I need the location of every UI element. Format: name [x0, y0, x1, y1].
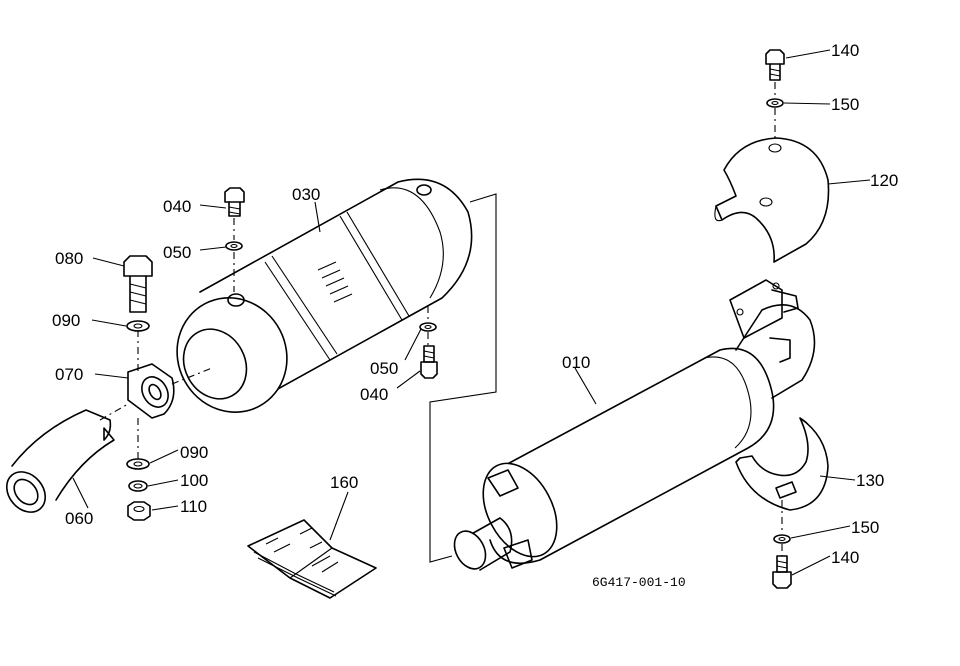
- part-150-washer-upper: [766, 98, 784, 108]
- label-050-upper: 050: [163, 243, 191, 262]
- label-030: 030: [292, 185, 320, 204]
- leader-lines: [72, 49, 871, 576]
- part-050-washer-upper: [225, 241, 243, 251]
- label-110: 110: [180, 497, 207, 516]
- label-140-upper: 140: [831, 41, 859, 60]
- label-150-upper: 150: [831, 95, 859, 114]
- label-150-lower: 150: [851, 518, 879, 537]
- centerline-pipe-clamp: [99, 403, 129, 421]
- part-050-washer-lower: [419, 322, 437, 332]
- label-130: 130: [856, 471, 884, 490]
- part-140-bolt-lower: [772, 555, 792, 589]
- part-120-upper-shield: [714, 137, 830, 263]
- assembly-link-lines: [429, 193, 497, 563]
- label-140-lower: 140: [831, 548, 859, 567]
- part-150-washer-lower: [773, 534, 791, 544]
- part-160-manual: [247, 519, 377, 599]
- part-070-clamp: [127, 363, 175, 419]
- centerline-clamp-shell: [171, 367, 213, 385]
- part-030-silencer-shell: [176, 178, 473, 413]
- part-010-muffler: [453, 279, 816, 571]
- part-090-washer-lower: [126, 458, 150, 470]
- label-090-upper: 090: [52, 311, 80, 330]
- part-040-bolt-lower: [420, 345, 438, 379]
- label-050-lower: 050: [370, 359, 398, 378]
- label-070: 070: [55, 365, 83, 384]
- part-labels: 010 030 040 040 050 050 060 070 080 090 …: [52, 41, 898, 590]
- part-100-lock-washer: [128, 480, 148, 492]
- label-060: 060: [65, 509, 93, 528]
- label-080: 080: [55, 249, 83, 268]
- part-110-nut: [127, 501, 151, 521]
- part-140-bolt-upper: [765, 49, 785, 81]
- label-120: 120: [870, 171, 898, 190]
- label-100: 100: [180, 471, 208, 490]
- label-160: 160: [330, 473, 358, 492]
- label-010: 010: [562, 353, 590, 372]
- label-040-upper: 040: [163, 197, 191, 216]
- drawing-code: 6G417-001-10: [592, 575, 686, 590]
- part-060-tail-pipe: [5, 409, 115, 513]
- part-090-washer-upper: [126, 320, 150, 332]
- part-040-bolt-upper: [224, 187, 245, 217]
- label-040-lower: 040: [360, 385, 388, 404]
- part-080-bolt: [123, 255, 153, 313]
- label-090-lower: 090: [180, 443, 208, 462]
- part-130-lower-shield: [735, 417, 829, 511]
